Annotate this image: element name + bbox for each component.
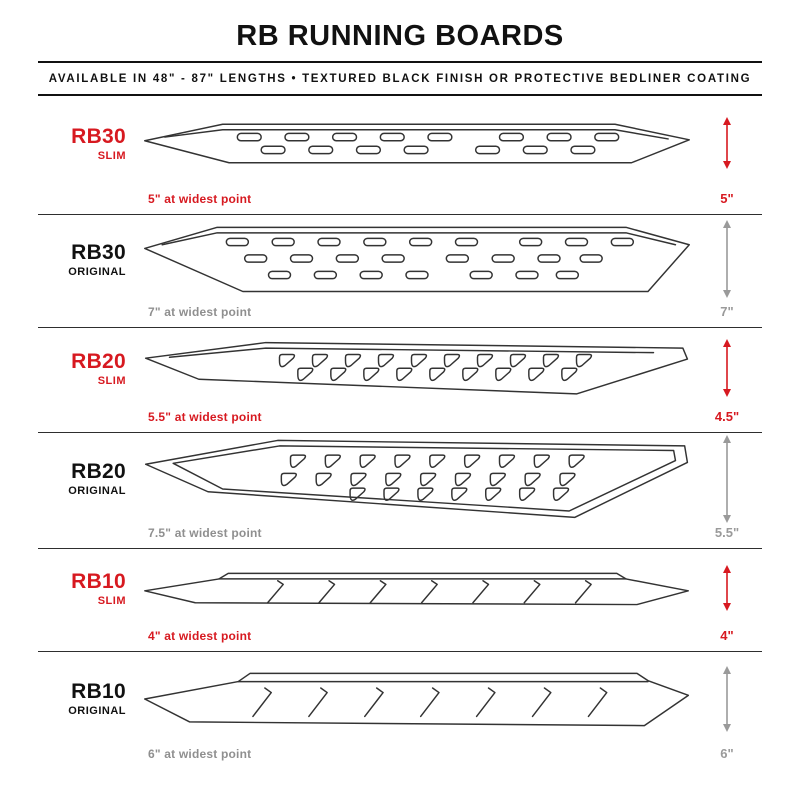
teardrop-holes [280,453,585,501]
teardrop-holes [278,353,593,381]
slot-holes [236,132,620,154]
board-label: RB30 ORIGINAL [38,241,142,278]
width-note: 7.5" at widest point [148,526,262,540]
page-subtitle: AVAILABLE IN 48" - 87" LENGTHS • TEXTURE… [38,63,762,96]
tread-slashes [252,686,608,717]
page-title: RB RUNNING BOARDS [38,20,762,63]
height-arrow [692,116,762,170]
height-arrow [692,665,762,733]
width-note: 7" at widest point [148,305,252,319]
model-name: RB30 [71,240,126,264]
board-diagram-rb30-original [144,226,690,292]
board-row-rb10-original: RB10 ORIGINAL 6" at widest point 6" [38,651,762,769]
height-arrow [692,219,762,299]
board-diagram-rb10-slim [144,572,689,606]
model-name: RB20 [71,349,126,373]
model-name: RB10 [71,569,126,593]
height-measurement: 5.5" [714,525,740,540]
width-note: 5" at widest point [148,192,252,206]
board-diagram-rb10-original [144,672,690,726]
variant-name: SLIM [97,374,126,387]
height-measurement: 5" [720,191,734,206]
model-name: RB30 [71,124,126,148]
height-arrow [692,338,762,398]
variant-name: ORIGINAL [68,705,126,717]
board-label: RB10 SLIM [38,570,142,607]
height-measurement: 6" [720,746,734,761]
height-arrow [692,564,762,612]
variant-name: ORIGINAL [68,485,126,497]
variant-name: SLIM [97,149,126,162]
board-row-rb30-slim: RB30 SLIM 5" at widest point 5" [38,96,762,214]
variant-name: ORIGINAL [68,265,126,278]
model-name: RB10 [71,680,126,703]
width-note: 5.5" at widest point [148,410,262,424]
running-boards-diagram: RB RUNNING BOARDS AVAILABLE IN 48" - 87"… [38,20,762,769]
board-label: RB20 SLIM [38,350,142,387]
board-label: RB30 SLIM [38,125,142,162]
height-arrow [692,434,762,524]
height-measurement: 4" [720,628,734,643]
board-diagram-rb20-slim [144,341,689,395]
board-row-rb20-slim: RB20 SLIM 5.5" at widest point 4.5" [38,327,762,432]
variant-name: SLIM [97,594,126,607]
board-diagram-rb30-slim [144,123,690,163]
height-measurement: 4.5" [714,409,740,424]
tread-slashes [266,579,592,604]
slot-holes [225,237,635,279]
board-diagram-rb20-original [144,439,689,518]
board-label: RB10 ORIGINAL [38,680,142,717]
board-row-rb20-original: RB20 ORIGINAL 7.5" at widest point [38,432,762,548]
board-row-rb10-slim: RB10 SLIM 4" at widest point 4" [38,548,762,651]
board-row-rb30-original: RB30 ORIGINAL 7" at widest poi [38,214,762,327]
width-note: 6" at widest point [148,747,252,761]
model-name: RB20 [71,460,126,483]
height-measurement: 7" [720,304,734,319]
board-label: RB20 ORIGINAL [38,460,142,497]
width-note: 4" at widest point [148,629,252,643]
